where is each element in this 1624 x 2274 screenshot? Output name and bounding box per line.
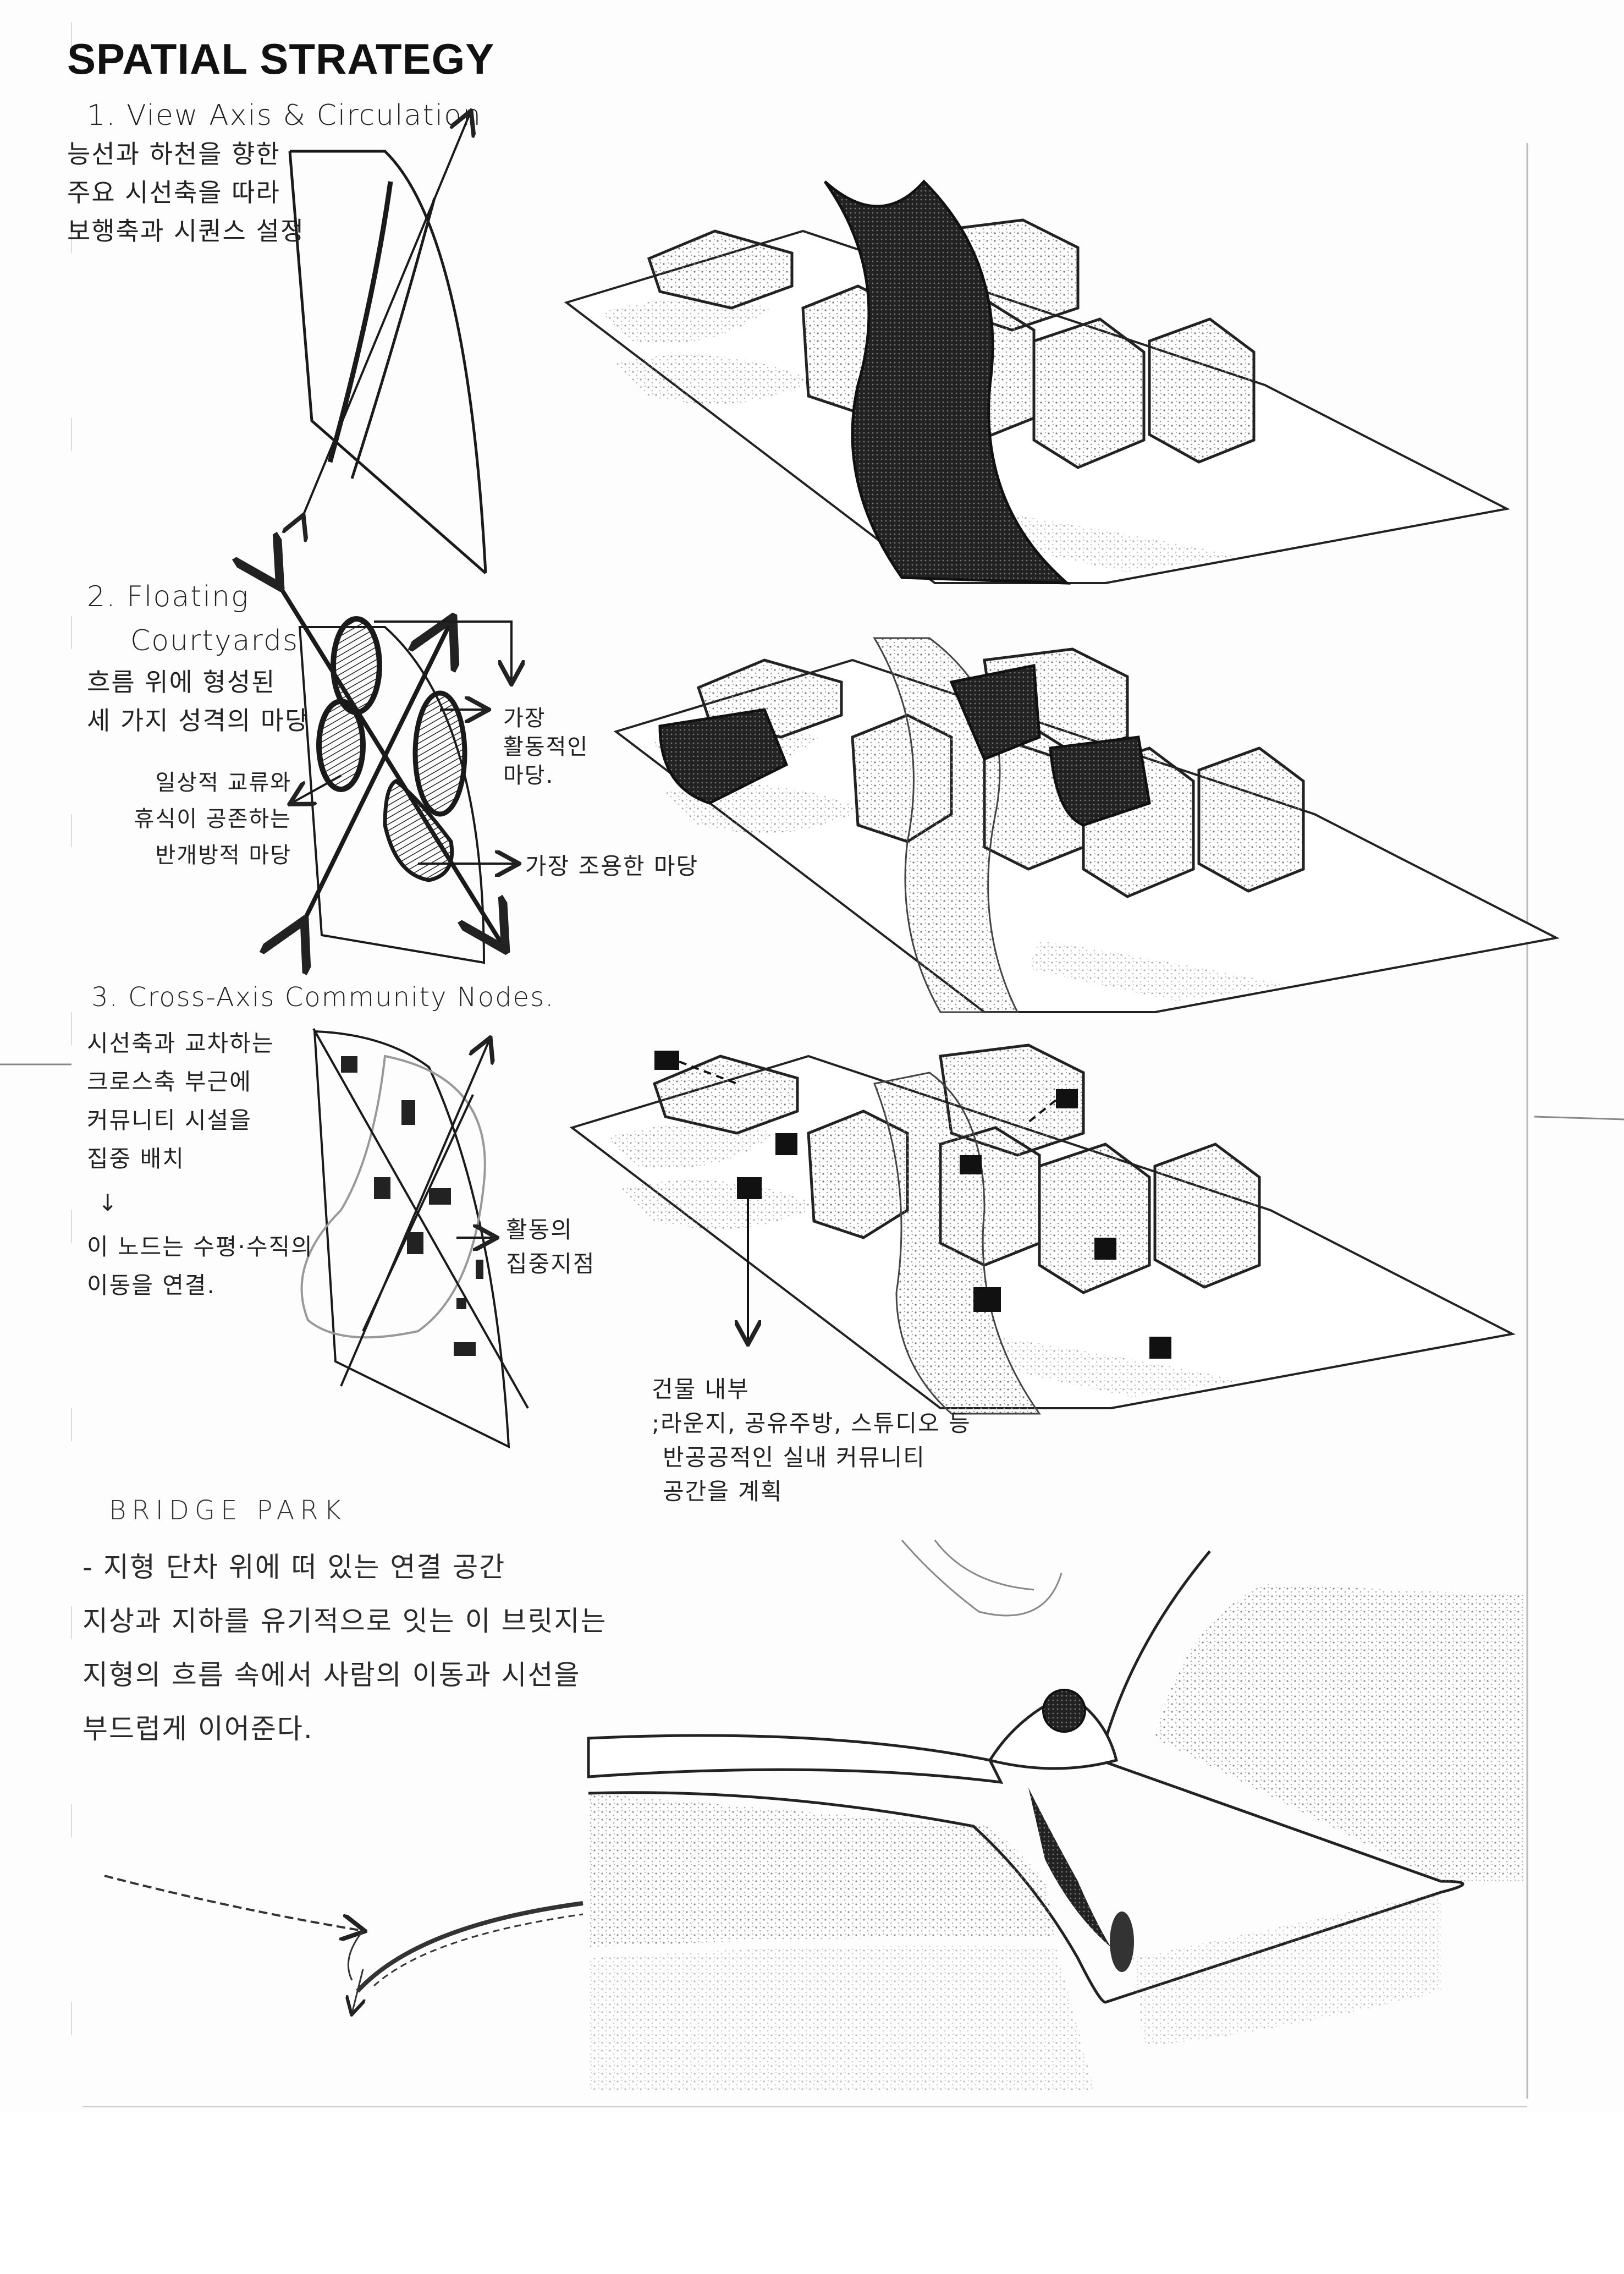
- label-active-courtyard: 가장 활동적인 마당.: [503, 704, 588, 790]
- note-line: 보행축과 시퀀스 설정: [67, 216, 305, 246]
- label-line: 집중지점: [506, 1250, 596, 1277]
- section3-notes: 시선축과 교차하는 크로스축 부근에 커뮤니티 시설을 집중 배치 ↓ 이 노드…: [87, 1024, 313, 1305]
- label-semi-open-courtyard: 일상적 교류와 휴식이 공존하는 반개방적 마당: [104, 765, 291, 874]
- cross-axis-diagram: [300, 1028, 529, 1449]
- section2-heading: 2. Floating: [87, 580, 250, 613]
- floating-courtyards-diagram: [278, 583, 517, 963]
- note-line: 능선과 하천을 향한: [67, 139, 280, 169]
- axonometric-view-axis: [566, 179, 1507, 585]
- bridge-section-sketch: [104, 1875, 583, 2013]
- note-line: 건물 내부: [652, 1376, 750, 1403]
- view-axis-diagram: [290, 113, 487, 574]
- bridge-park-drawing: [587, 1540, 1523, 2090]
- section1-notes: 능선과 하천을 향한 주요 시선축을 따라 보행축과 시퀀스 설정: [67, 135, 305, 250]
- note-line: 공간을 계획: [663, 1478, 783, 1505]
- section2-heading-line2: Courtyards: [130, 624, 299, 657]
- note-line: 크로스축 부근에: [87, 1068, 252, 1095]
- note-line: 이 노드는 수평·수직의: [87, 1233, 313, 1260]
- down-arrow-icon: ↓: [98, 1189, 119, 1216]
- text-line: 지형의 흐름 속에서 사람의 이동과 시선을: [82, 1659, 581, 1691]
- note-line: 시선축과 교차하는: [87, 1030, 274, 1057]
- section1-heading: 1. View Axis & Circulation: [87, 99, 482, 132]
- note-line: 세 가지 성격의 마당: [87, 706, 310, 735]
- text-line: 부드럽게 이어준다.: [82, 1713, 313, 1745]
- label-line: 마당.: [503, 763, 554, 788]
- note-line: 이동을 연결.: [87, 1272, 216, 1299]
- bridge-park-text: - 지형 단차 위에 떠 있는 연결 공간 지상과 지하를 유기적으로 잇는 이…: [82, 1540, 607, 1756]
- section2-notes: 흐름 위에 형성된 세 가지 성격의 마당: [87, 663, 309, 740]
- label-line: 휴식이 공존하는: [134, 806, 291, 832]
- note-line: 주요 시선축을 따라: [67, 178, 280, 207]
- label-quiet-courtyard: 가장 조용한 마당: [525, 853, 699, 880]
- label-line: 가장: [503, 706, 546, 731]
- text-line: - 지형 단차 위에 떠 있는 연결 공간: [82, 1551, 506, 1583]
- page-title: SPATIAL STRATEGY: [67, 35, 495, 83]
- label-activity-focus: 활동의 집중지점: [506, 1213, 596, 1281]
- bridge-park-heading: BRIDGE PARK: [109, 1495, 347, 1526]
- axonometric-courtyards: [616, 637, 1556, 1012]
- label-line: 일상적 교류와: [155, 770, 291, 795]
- text-line: 지상과 지하를 유기적으로 잇는 이 브릿지는: [82, 1605, 607, 1637]
- axonometric-community-nodes: [572, 1045, 1512, 1415]
- label-line: 반개방적 마당: [155, 843, 291, 868]
- label-line: 활동적인: [503, 734, 589, 760]
- note-line: 반공공적인 실내 커뮤니티: [663, 1444, 926, 1471]
- note-line: 흐름 위에 형성된: [87, 667, 276, 697]
- interior-note: 건물 내부 ;라운지, 공유주방, 스튜디오 등 반공공적인 실내 커뮤니티 공…: [652, 1372, 971, 1509]
- note-line: 집중 배치: [87, 1145, 185, 1172]
- label-line: 활동의: [506, 1216, 573, 1243]
- section3-heading: 3. Cross-Axis Community Nodes.: [91, 982, 555, 1013]
- note-line: 커뮤니티 시설을: [87, 1107, 252, 1134]
- note-line: ;라운지, 공유주방, 스튜디오 등: [652, 1410, 971, 1437]
